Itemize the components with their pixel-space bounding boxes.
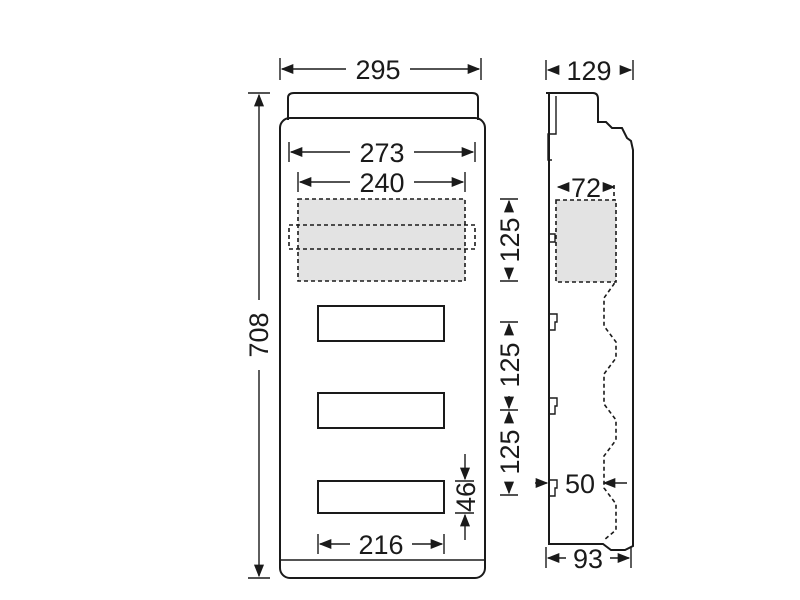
dimension-window-height: 46 <box>451 454 481 540</box>
side-rail-shading <box>556 200 616 282</box>
dimension-width-rail: 240 <box>297 168 466 198</box>
dim-129-label: 129 <box>566 56 611 86</box>
side-view <box>546 92 634 551</box>
rail-clip-3 <box>549 397 558 415</box>
rail-zone-outline <box>297 198 466 282</box>
dim-708-label: 708 <box>244 312 274 357</box>
dim-46-label: 46 <box>451 482 481 512</box>
front-view <box>279 92 486 579</box>
dim-72-label: 72 <box>571 173 601 203</box>
rail-outline <box>288 224 476 250</box>
dimension-height-overall: 708 <box>244 92 274 579</box>
dim-125-a-label: 125 <box>495 217 525 262</box>
dimension-depth-mid: 50 <box>535 469 627 499</box>
side-inner-back <box>547 96 557 161</box>
dimension-window-width: 216 <box>317 530 445 560</box>
dimension-depth-base: 93 <box>545 544 632 574</box>
front-top-cap <box>287 92 479 120</box>
dimension-width-inner: 273 <box>288 138 476 168</box>
dimension-rail-pitch: 125 125 125 <box>495 198 525 496</box>
dimension-depth-rail: 72 <box>556 173 616 203</box>
dimension-depth-overall: 129 <box>545 56 634 86</box>
dim-273-label: 273 <box>359 138 404 168</box>
dim-125-c-label: 125 <box>495 429 525 474</box>
dim-295-label: 295 <box>355 55 400 85</box>
rail-clip-2 <box>549 313 558 331</box>
rail-zone-shading <box>298 199 465 281</box>
rail-clip-1 <box>549 233 556 243</box>
dim-93-label: 93 <box>573 544 603 574</box>
dim-50-label: 50 <box>565 469 595 499</box>
module-window-2 <box>317 392 445 429</box>
rail-clip-4 <box>549 479 558 497</box>
front-body-outline <box>279 117 486 579</box>
module-window-1 <box>317 305 445 342</box>
dim-125-b-label: 125 <box>495 342 525 387</box>
module-window-3 <box>317 480 445 514</box>
dimension-width-overall: 295 <box>279 55 482 85</box>
side-rail-outline <box>555 199 617 283</box>
side-outline <box>546 92 634 551</box>
dim-240-label: 240 <box>359 168 404 198</box>
dim-216-label: 216 <box>358 530 403 560</box>
